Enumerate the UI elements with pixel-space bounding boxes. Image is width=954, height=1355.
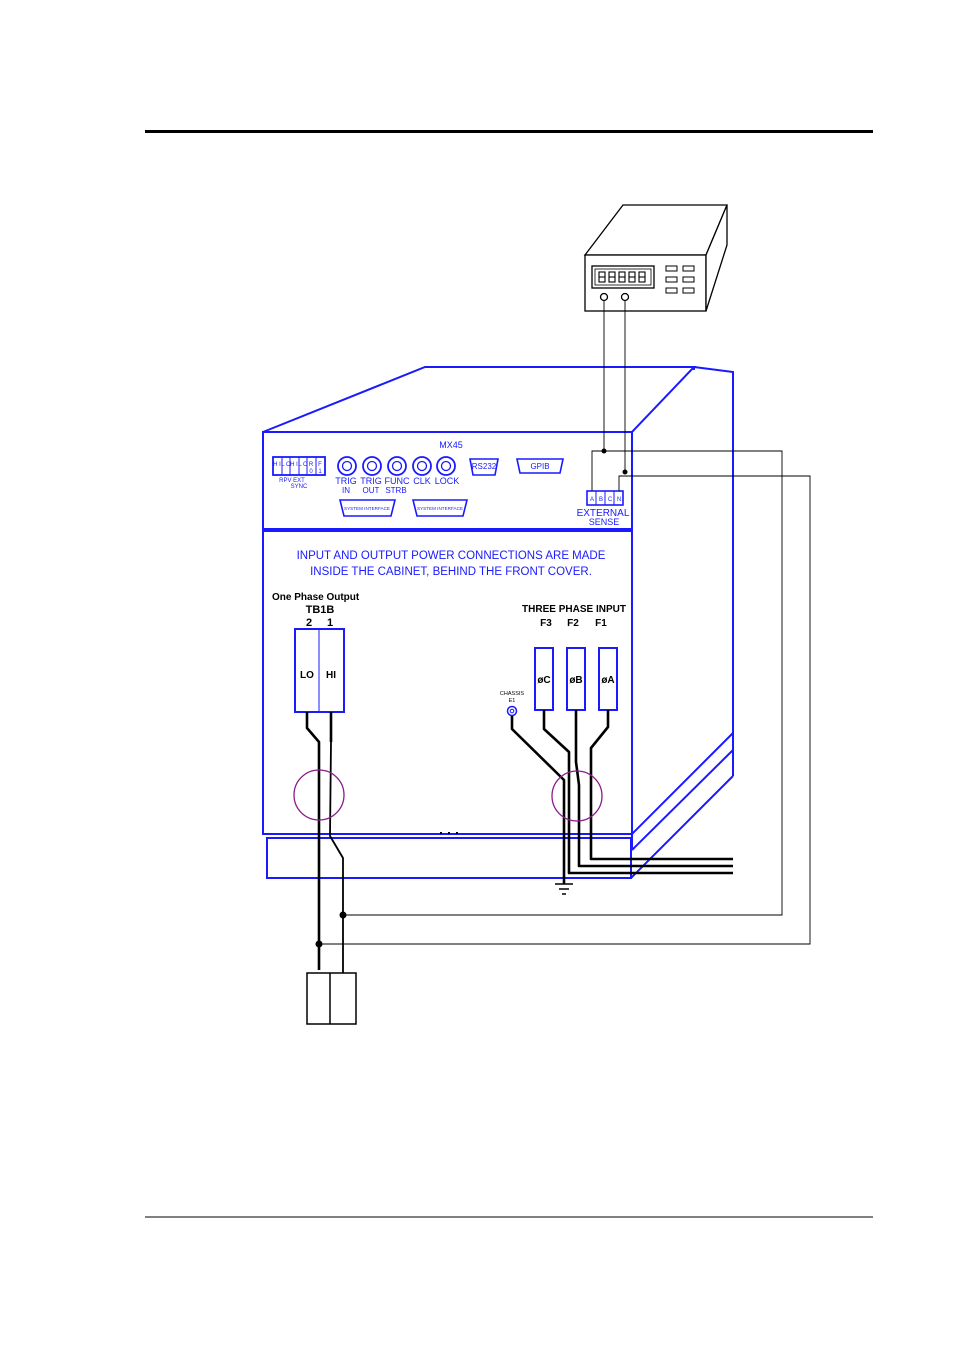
system-interface-1: SYSTEM INTERFACE <box>338 499 397 517</box>
front-control-panel <box>262 431 633 530</box>
external-sense-label-2: SENSE <box>589 517 620 527</box>
tb1b-label: TB1B <box>306 604 335 616</box>
power-wiring <box>305 710 733 975</box>
ferrite-ring-input <box>551 770 603 822</box>
phase-b-label: øB <box>569 675 582 686</box>
clk-bnc <box>412 456 432 476</box>
panel-screws <box>440 832 458 834</box>
ferrite-ring-output <box>293 769 345 821</box>
rpv-term-6: F <box>318 462 322 468</box>
external-sense-label-1: EXTERNAL <box>577 508 630 519</box>
func-strb-label-2: STRB <box>385 486 406 495</box>
sense-term-c: C <box>608 497 613 503</box>
notice-line-2: INSIDE THE CABINET, BEHIND THE FRONT COV… <box>310 566 592 578</box>
rpv-term-4: L O <box>298 462 308 468</box>
output-title: One Phase Output <box>272 592 360 603</box>
voltmeter <box>583 204 728 312</box>
junction-dots <box>315 448 628 948</box>
rs232-label: RS232 <box>472 462 497 471</box>
rpv-term-5b: 0 <box>309 469 313 475</box>
chassis-label-1: CHASSIS <box>500 691 524 697</box>
phase-c-label: øC <box>537 675 550 686</box>
gpib-label: GPIB <box>530 462 549 471</box>
chassis-stud <box>506 705 518 717</box>
system-interface-2-label: SYSTEM INTERFACE <box>417 506 463 511</box>
phase-a-label: øA <box>601 675 614 686</box>
rs232-connector: RS232 <box>469 458 499 476</box>
trig-out-label-2: OUT <box>363 486 380 495</box>
clk-label: CLK <box>413 476 431 486</box>
front-cover-panel <box>262 530 633 835</box>
rpv-term-3: H I <box>290 462 298 468</box>
meter-keypad <box>665 265 695 294</box>
trig-in-bnc <box>337 456 357 476</box>
sync-label: SYNC <box>291 484 308 490</box>
rpv-ext-label: RPV EXT <box>279 478 305 484</box>
meter-jack-right <box>620 292 630 302</box>
func-strb-label-1: FUNC <box>385 476 410 486</box>
ground-symbol <box>555 883 573 895</box>
external-sense-block: A B C N <box>586 490 624 506</box>
chassis-label-2: E1 <box>509 698 516 704</box>
output-number-2: 2 <box>306 617 312 629</box>
load-terminals <box>306 972 357 1025</box>
rpv-ext-sync-block: H I L O H I L O R F 0 1 <box>272 456 326 476</box>
rpv-term-5: R <box>309 462 314 468</box>
sense-term-b: B <box>599 497 603 503</box>
rpv-term-6b: 1 <box>318 469 322 475</box>
input-col-f3: F3 <box>540 618 552 629</box>
trig-in-label-1: TRIG <box>335 476 357 486</box>
sense-term-a: A <box>590 497 594 503</box>
rpv-term-1: H I <box>273 462 281 468</box>
output-number-1: 1 <box>327 617 333 629</box>
rpv-term-2: L O <box>281 462 291 468</box>
bnc-connectors <box>337 456 456 476</box>
lo-terminal-label: LO <box>300 670 314 681</box>
input-col-f1: F1 <box>595 618 607 629</box>
input-col-f2: F2 <box>567 618 579 629</box>
gpib-connector: GPIB <box>516 458 564 474</box>
system-interface-1-label: SYSTEM INTERFACE <box>344 506 390 511</box>
meter-digits <box>598 271 646 283</box>
tb1b-terminal-block <box>294 628 345 713</box>
model-label: MX45 <box>439 440 463 450</box>
notice-line-1: INPUT AND OUTPUT POWER CONNECTIONS ARE M… <box>297 550 606 562</box>
input-title: THREE PHASE INPUT <box>522 604 626 615</box>
hi-terminal-label: HI <box>326 670 336 681</box>
system-interface-2: SYSTEM INTERFACE <box>411 499 469 517</box>
meter-jack-left <box>599 292 609 302</box>
trig-out-bnc <box>362 456 382 476</box>
header-rule <box>145 130 873 133</box>
trig-in-label-2: IN <box>342 486 350 495</box>
trig-out-label-1: TRIG <box>360 476 382 486</box>
mx45-cabinet <box>262 366 734 879</box>
lock-bnc <box>436 456 456 476</box>
sense-wiring <box>319 301 811 945</box>
func-strb-bnc <box>387 456 407 476</box>
sense-term-n: N <box>617 497 621 503</box>
lock-label: LOCK <box>435 476 460 486</box>
